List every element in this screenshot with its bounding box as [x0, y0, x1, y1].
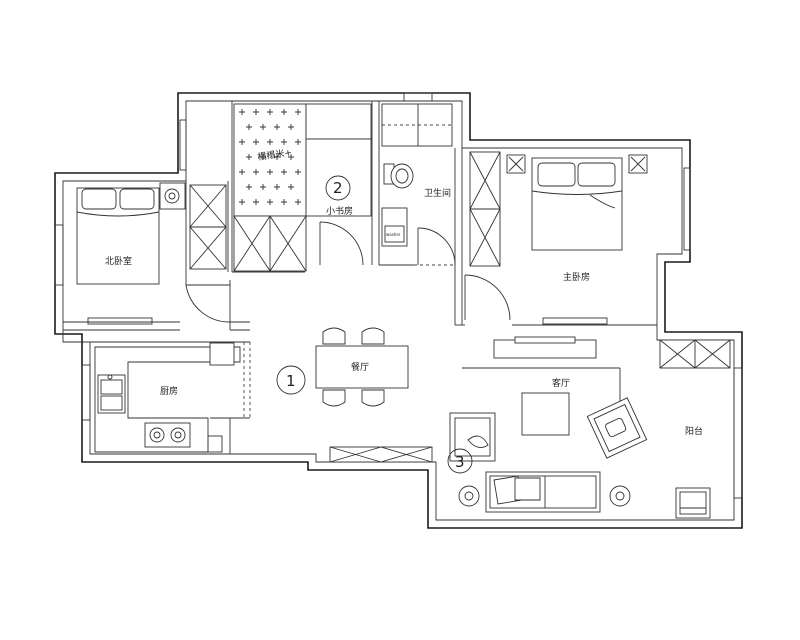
nightstand	[159, 182, 186, 210]
tatami-cross	[267, 139, 273, 145]
tatami-cross	[274, 184, 280, 190]
tatami-cross	[239, 109, 245, 115]
marker-2: 2	[333, 179, 343, 197]
tatami-cross	[267, 109, 273, 115]
tatami-cross	[253, 169, 259, 175]
washing-machine	[381, 207, 408, 247]
washer-label: washer	[386, 232, 401, 237]
study-desk	[305, 103, 372, 140]
marker-3-circle	[447, 448, 473, 474]
exterior-walls	[54, 92, 743, 529]
marker-2-circle	[325, 175, 351, 201]
tatami-cross	[295, 109, 301, 115]
sideboard	[329, 446, 433, 463]
coffee-table	[521, 392, 570, 436]
tatami-cross	[267, 199, 273, 205]
study-cabinet-top	[305, 138, 372, 217]
tatami-cross	[295, 139, 301, 145]
dining: 1 餐厅	[276, 327, 433, 463]
marker-1-circle	[276, 365, 306, 395]
doors	[185, 221, 511, 323]
tatami-cross	[260, 124, 266, 130]
tatami-cross	[246, 184, 252, 190]
tatami-cross	[246, 124, 252, 130]
marker-3: 3	[455, 453, 465, 471]
room-label-study: 小书房	[326, 205, 353, 217]
tatami-cross	[274, 124, 280, 130]
windows	[54, 92, 743, 499]
tatami-cross	[260, 184, 266, 190]
tatami-cross	[281, 109, 287, 115]
tatami-cross	[288, 124, 294, 130]
tatami-pattern	[239, 109, 301, 205]
north-bedroom: 北卧室	[76, 182, 227, 285]
tatami-cross	[267, 169, 273, 175]
tatami-cross	[253, 199, 259, 205]
tatami-cross	[239, 199, 245, 205]
tatami-cross	[288, 154, 294, 160]
bathroom: washer 卫生间	[381, 103, 453, 247]
tatami-cross	[281, 199, 287, 205]
balcony-washer	[675, 487, 711, 519]
tatami-cross	[246, 154, 252, 160]
armchair-right	[586, 397, 648, 459]
tatami-cross	[295, 199, 301, 205]
master-bedroom: 主卧房	[469, 151, 648, 283]
room-label-dining: 餐厅	[351, 361, 369, 373]
balcony: 阳台	[659, 339, 731, 519]
tatami-cross	[288, 184, 294, 190]
tatami-cross	[295, 169, 301, 175]
tatami-cross	[253, 139, 259, 145]
armchair-left	[449, 412, 496, 462]
kitchen: 厨房	[94, 342, 241, 453]
kitchen-counter	[94, 346, 241, 453]
toilet	[390, 163, 414, 189]
marker-1: 1	[286, 372, 296, 390]
tatami-cross	[239, 139, 245, 145]
study: 榻榻米+ 2 小书房	[233, 103, 372, 272]
room-label-balcony: 阳台	[685, 425, 703, 437]
tatami-cross	[260, 154, 266, 160]
interior-walls	[63, 101, 657, 454]
room-label-kitchen: 厨房	[160, 385, 178, 397]
cooktop	[144, 422, 191, 448]
tatami-cross	[253, 109, 259, 115]
room-label-master-bedroom: 主卧房	[563, 271, 590, 283]
tatami-platform	[233, 103, 307, 217]
room-label-bathroom: 卫生间	[424, 187, 451, 199]
room-label-living: 客厅	[552, 377, 570, 389]
tatami-cross	[281, 169, 287, 175]
living-room: 3 客厅	[447, 336, 648, 513]
tatami-cross	[281, 139, 287, 145]
tatami-cross	[274, 154, 280, 160]
room-label-north-bedroom: 北卧室	[105, 255, 132, 267]
tatami-cross	[239, 169, 245, 175]
dining-table	[315, 345, 409, 389]
